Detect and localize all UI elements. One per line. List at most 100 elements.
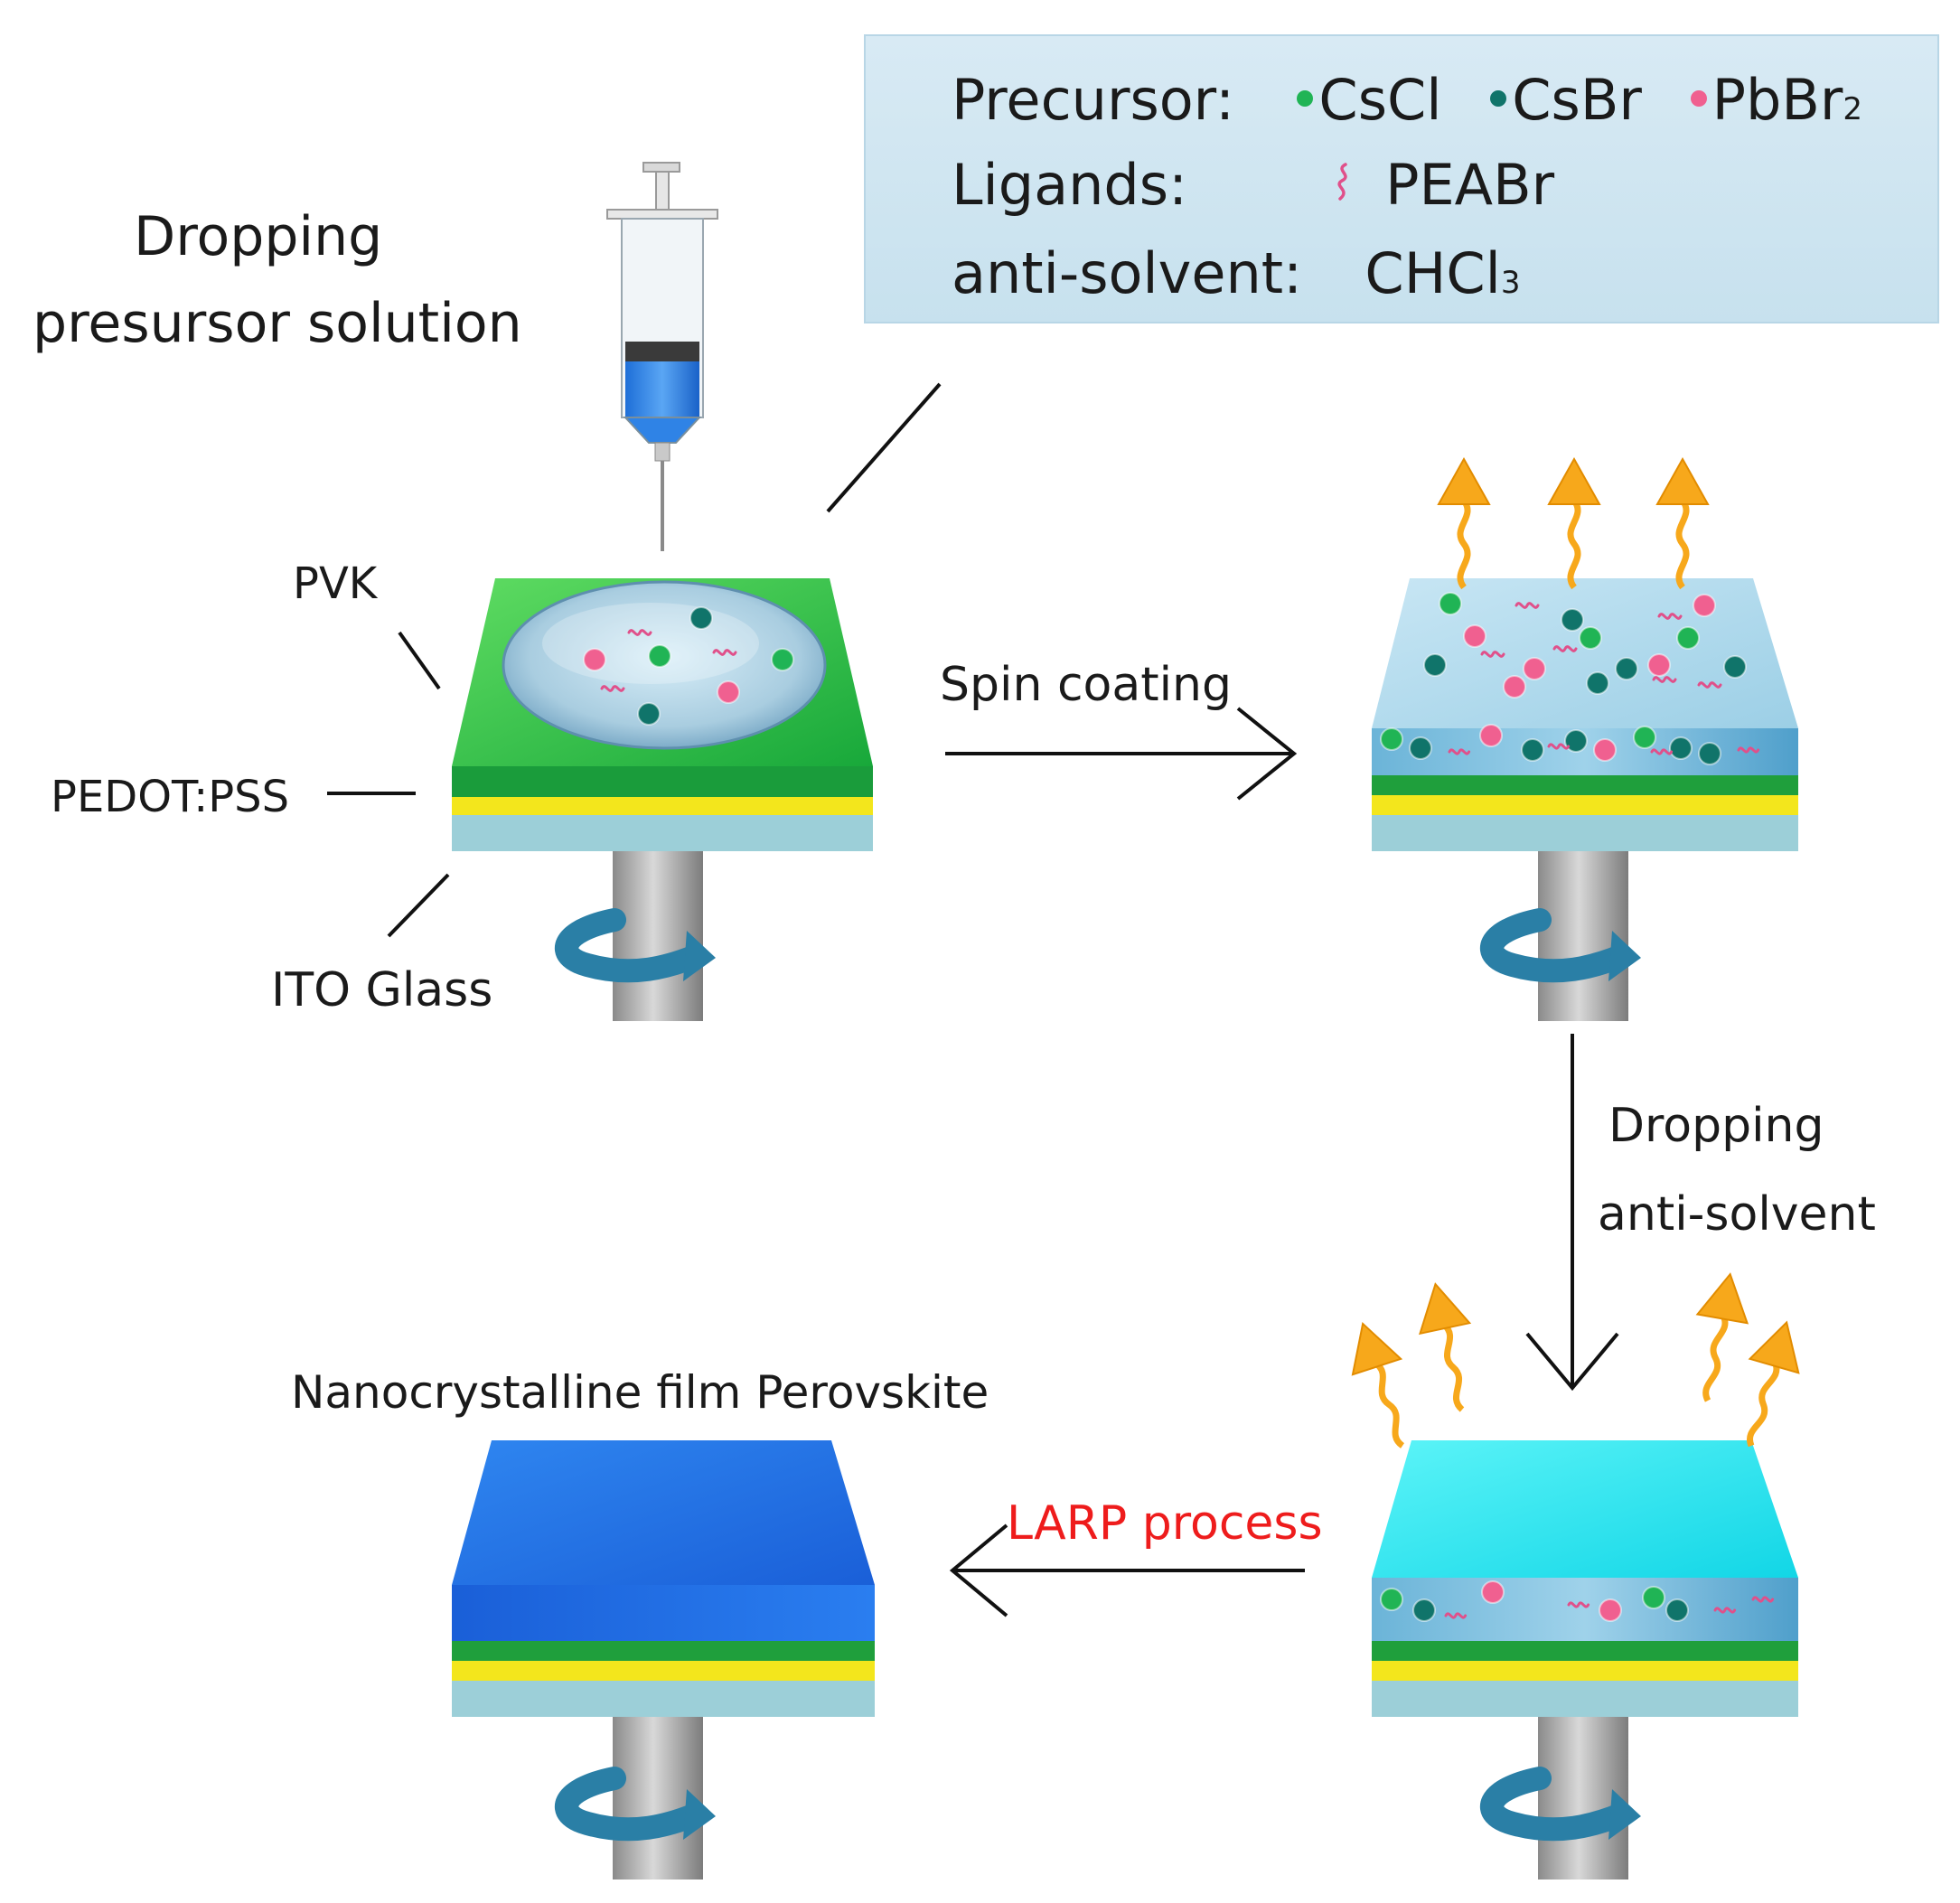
pvk-label: PVK	[293, 558, 378, 609]
ligand-squiggle	[600, 685, 625, 692]
particle-dot	[1693, 594, 1716, 617]
pbbr2-dot-icon	[1690, 89, 1707, 107]
larp-process-arrow	[949, 1523, 1305, 1617]
ligand-squiggle	[1480, 651, 1505, 658]
particle-dot	[717, 680, 740, 704]
spin-coating-label: Spin coating	[940, 658, 1233, 712]
particle-dot	[1615, 657, 1638, 680]
legend-ligands-row: Ligands: PEABr	[952, 157, 1554, 217]
ligand-squiggle	[712, 649, 737, 656]
particle-dot	[1481, 1580, 1505, 1604]
ligand-squiggle	[1737, 746, 1760, 754]
ligand-squiggle	[1697, 681, 1722, 689]
particle-dot	[637, 702, 661, 726]
rotation-arrow-icon	[1480, 908, 1641, 983]
particle-dot	[1439, 592, 1462, 615]
particle-dot	[1676, 626, 1700, 650]
ligand-squiggle	[1444, 1612, 1468, 1619]
ligand-squiggle	[1567, 1601, 1590, 1608]
precursor-particles	[583, 592, 1775, 1622]
particle-dot	[1380, 727, 1403, 751]
emission-arrow	[1655, 456, 1710, 590]
particle-dot	[1380, 1588, 1403, 1611]
particle-dot	[1665, 1598, 1689, 1622]
ito-leader-line	[387, 873, 450, 938]
ligand-squiggle	[1657, 613, 1683, 620]
particle-dot	[1412, 1598, 1436, 1622]
emission-arrow	[1547, 456, 1601, 590]
ligand-squiggle	[1547, 743, 1571, 750]
dropping-antisolvent-label-2: anti-solvent	[1598, 1187, 1876, 1242]
particle-dot	[1599, 1598, 1622, 1622]
emission-arrow	[1437, 456, 1491, 590]
larp-process-label: LARP process	[1007, 1496, 1323, 1551]
legend-item-cscl: CsCl	[1297, 72, 1442, 128]
ligand-name: PEABr	[1385, 152, 1555, 218]
nanocrystalline-film-title: Nanocrystalline film Perovskite	[291, 1366, 989, 1419]
particle-dot	[1479, 724, 1503, 747]
particle-dot	[1521, 738, 1544, 762]
ligand-squiggle	[1751, 1596, 1775, 1603]
cscl-dot-icon	[1297, 89, 1314, 107]
solvent-evaporation-arrows	[1351, 456, 1800, 1448]
particle-dot	[583, 648, 606, 671]
dropping-title: Dropping	[134, 205, 383, 268]
legend-precursor-row: Precursor: CsCl CsBr PbBr2	[952, 72, 1893, 128]
syringe-icon	[606, 162, 718, 551]
particle-dot	[1669, 736, 1693, 760]
ligand-squiggle	[1652, 676, 1677, 683]
ligand-squiggle	[1552, 645, 1578, 652]
ligand-squiggle	[1448, 748, 1471, 755]
ligand-squiggle	[1713, 1607, 1737, 1614]
particle-dot	[771, 648, 794, 671]
csbr-dot-icon	[1490, 89, 1507, 107]
precursor-label: Precursor:	[952, 67, 1234, 133]
ligand-squiggle	[627, 629, 652, 636]
rotation-arrow-icon	[555, 1767, 716, 1842]
device-antisolvent	[1372, 1440, 1798, 1880]
pvk-leader-line	[398, 631, 441, 690]
device-pvk-substrate	[452, 578, 873, 1021]
emission-arrow	[1419, 1282, 1472, 1412]
particle-dot	[1647, 653, 1671, 677]
particle-dot	[1423, 653, 1447, 677]
dropping-antisolvent-label-1: Dropping	[1608, 1099, 1824, 1153]
spin-coating-arrow	[945, 707, 1298, 801]
particle-dot	[1409, 736, 1432, 760]
particle-dot	[1698, 742, 1721, 765]
particle-dot	[1586, 671, 1609, 695]
pedot-pss-label: PEDOT:PSS	[51, 772, 290, 822]
emission-arrow	[1747, 1320, 1800, 1448]
ligands-label: Ligands:	[952, 152, 1187, 218]
ito-glass-label: ITO Glass	[271, 963, 493, 1017]
ligand-squiggle	[1515, 602, 1540, 609]
antisolvent-name: CHCl	[1364, 240, 1501, 306]
legend-connector-line	[826, 382, 942, 513]
particle-dot	[1564, 729, 1588, 753]
rotation-arrow-icon	[555, 908, 716, 983]
rotation-arrow-icon	[1480, 1767, 1641, 1842]
legend-antisolvent-row: anti-solvent: CHCl3	[952, 240, 1521, 306]
emission-arrow	[1695, 1272, 1749, 1402]
particle-dot	[1503, 675, 1526, 698]
particle-dot	[1561, 608, 1584, 632]
device-nanocrystalline-film	[452, 1440, 875, 1880]
antisolvent-label: anti-solvent:	[952, 240, 1302, 306]
particle-dot	[689, 606, 713, 630]
emission-arrow	[1351, 1322, 1405, 1448]
dropping-antisolvent-arrow	[1525, 1034, 1619, 1392]
particle-dot	[1523, 657, 1546, 680]
particle-dot	[1463, 624, 1486, 648]
particle-dot	[648, 644, 671, 668]
legend-item-csbr: CsBr	[1490, 72, 1642, 128]
legend-item-pbbr2: PbBr2	[1690, 72, 1862, 128]
particle-dot	[1642, 1586, 1665, 1609]
particle-dot	[1593, 738, 1617, 762]
legend-box: Precursor: CsCl CsBr PbBr2 Ligands: PEAB…	[864, 34, 1939, 323]
precursor-solution-title: presursor solution	[33, 292, 522, 355]
particle-dot	[1633, 726, 1656, 749]
particle-dot	[1723, 655, 1747, 679]
ligand-squiggle-icon	[1331, 155, 1355, 211]
ligand-squiggle	[1650, 748, 1674, 755]
